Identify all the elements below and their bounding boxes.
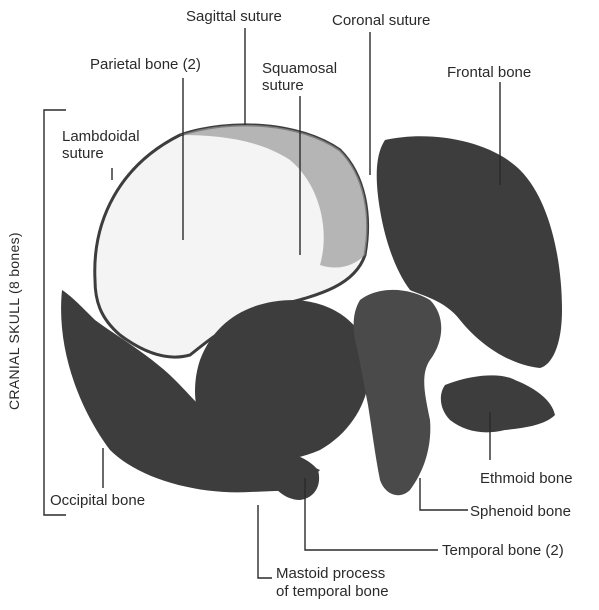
label-mastoid-line1: Mastoid process xyxy=(276,565,385,582)
label-squamosal-line2: suture xyxy=(262,77,304,94)
ethmoid-bone-shape xyxy=(441,375,555,432)
mastoid-process-shape xyxy=(268,453,319,500)
label-temporal-bone: Temporal bone (2) xyxy=(442,542,564,559)
label-lambdoidal-line1: Lambdoidal xyxy=(62,128,140,145)
leader-sphenoid xyxy=(420,478,468,510)
leader-temporal xyxy=(305,478,438,550)
label-ethmoid-bone: Ethmoid bone xyxy=(480,470,573,487)
label-squamosal-line1: Squamosal xyxy=(262,60,337,77)
label-lambdoidal-line2: suture xyxy=(62,145,104,162)
label-cranial-skull: CRANIAL SKULL (8 bones) xyxy=(6,232,22,410)
label-mastoid-line2: of temporal bone xyxy=(276,583,389,600)
label-frontal-bone: Frontal bone xyxy=(447,64,531,81)
leader-mastoid xyxy=(258,505,272,578)
label-coronal-suture: Coronal suture xyxy=(332,12,430,29)
label-occipital-bone: Occipital bone xyxy=(50,492,145,509)
label-parietal-bone: Parietal bone (2) xyxy=(90,56,201,73)
sphenoid-bone-shape xyxy=(354,290,442,495)
label-sphenoid-bone: Sphenoid bone xyxy=(470,503,571,520)
label-sagittal-suture: Sagittal suture xyxy=(186,8,282,25)
